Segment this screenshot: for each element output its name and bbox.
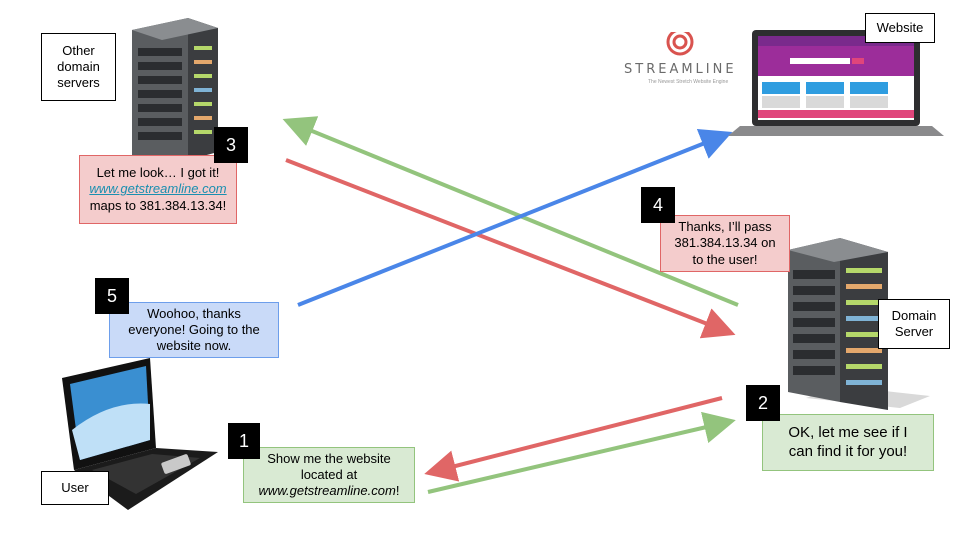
step-1-line-2: located at [300,466,358,482]
logo-tagline: The Newest Stretch Website Engine [648,79,729,85]
step-5-line-3: website now. [156,338,232,354]
step-4-line-1: Thanks, I’ll pass [678,219,772,235]
step-2-number: 2 [746,385,780,421]
step-4-line-2: 381.384.13.34 on [674,235,776,251]
step-4-line-3: to the user! [692,251,758,267]
step-4-bubble: Thanks, I’ll pass 381.384.13.34 on to th… [660,215,790,272]
step-3-bubble: Let me look… I got it! www.getstreamline… [79,155,237,224]
arrow-green-to-other-servers [282,116,739,307]
website-label: Website [865,13,935,43]
step-2-line-1: OK, let me see if I [788,423,908,441]
step-2-line-2: can find it for you! [788,442,908,460]
step-1-number: 1 [228,423,260,459]
domain-server-label: Domain Server [878,299,950,349]
step-5-number: 5 [95,278,129,314]
arrow-red-to-user [424,396,723,482]
step-4-number: 4 [641,187,675,223]
step-1-line-1: Show me the website [267,450,391,466]
step-5-line-1: Woohoo, thanks [147,305,241,321]
other-servers-line-2: domain [57,58,100,74]
step-5-bubble: Woohoo, thanks everyone! Going to the we… [109,302,279,358]
other-servers-line-1: Other [62,42,95,58]
step-3-line-1: Let me look… I got it! [96,165,220,181]
step-2-bubble: OK, let me see if I can find it for you! [762,414,934,471]
step-1-bubble: Show me the website located at www.getst… [243,447,415,503]
step-1-url[interactable]: www.getstreamline.com [258,483,396,499]
domain-server-line-1: Domain [891,307,937,323]
other-servers-line-3: servers [57,75,100,91]
user-label: User [41,471,109,505]
domain-server-line-2: Server [894,324,934,339]
step-3-number: 3 [214,127,248,163]
other-servers-label: Other domain servers [41,33,116,101]
arrow-blue-to-website [297,129,733,307]
arrow-green-to-domain-server [427,411,736,494]
arrow-red-to-domain-server [285,158,736,339]
step-3-url[interactable]: www.getstreamline.com [89,181,227,197]
logo-name: STREAMLINE [624,62,737,77]
step-5-line-2: everyone! Going to the [128,321,260,337]
step-1-suffix: ! [395,483,400,499]
step-1-line-3: www.getstreamline.com! [259,483,400,499]
step-3-line-3: maps to 381.384.13.34! [89,197,227,213]
